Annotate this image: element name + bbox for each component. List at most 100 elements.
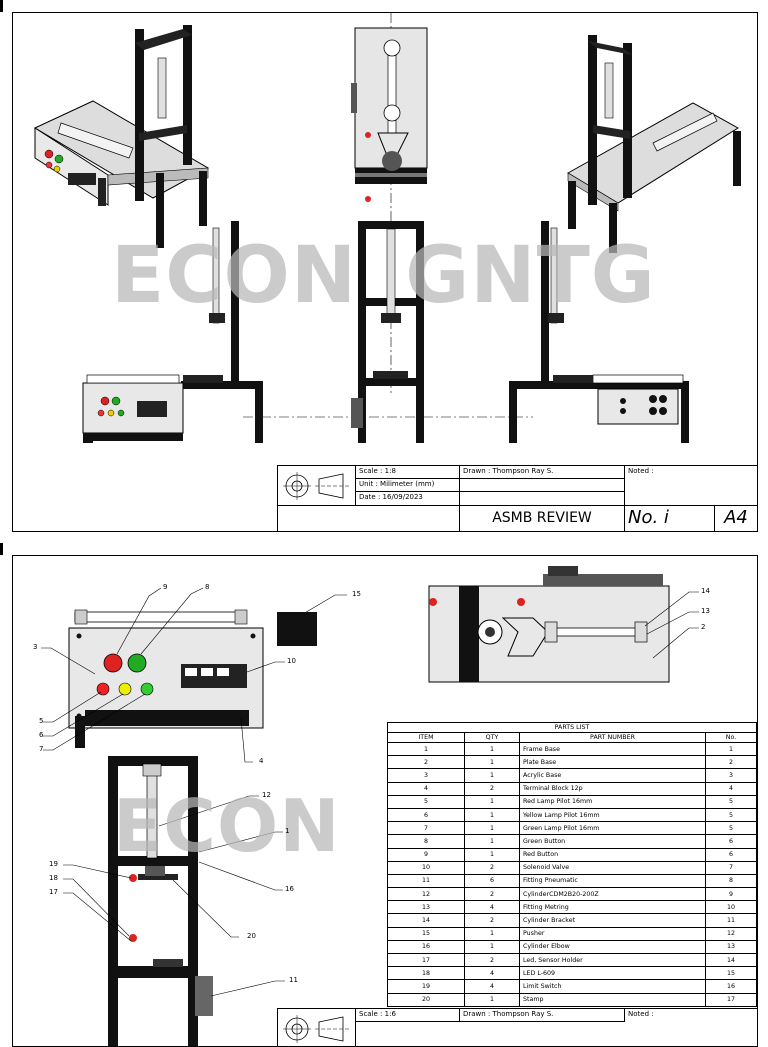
sheet-corner-mark [0,543,3,555]
scale-text: Scale : 1:6 [356,1009,460,1022]
callout-16: 16 [285,885,294,893]
cell-qty: 4 [464,979,520,994]
cell-no: 5 [705,807,757,823]
header-item: ITEM [387,732,465,743]
cell-item: 17 [387,952,465,968]
cell-part: LED L-609 [519,966,706,981]
cell-no: 2 [705,755,757,770]
assembly-views-sheet-1 [33,13,741,443]
title-block: Scale : 1:6 Drawn : Thompson Ray S. Note… [277,1008,757,1046]
cell-qty: 1 [464,939,520,955]
callout-9: 9 [163,583,168,591]
cell-item: 9 [387,847,465,862]
cell-no: 3 [705,768,757,783]
cell-item: 1 [387,741,465,757]
top-view-center [351,27,428,202]
cell-no: 5 [705,794,757,809]
callout-20: 20 [247,932,256,940]
drawn-by-text: Drawn : Thompson Ray S. [460,466,625,479]
callout-10: 10 [287,657,296,665]
cell-qty: 2 [464,781,520,796]
cell-qty: 1 [464,821,520,836]
cell-part: Terminal Block 12p [519,781,706,796]
noted-text: Noted : [625,466,757,506]
cell-qty: 1 [464,768,520,783]
cell-part: Fitting Pneumatic [519,873,706,889]
callout-13: 13 [701,607,710,615]
right-side-view [509,221,689,443]
cell-no: 10 [705,900,757,915]
header-qty: QTY [464,732,520,743]
cell-item: 16 [387,939,465,955]
cell-part: Cylinder Elbow [519,939,706,955]
cell-item: 13 [387,900,465,915]
cell-part: Pusher [519,926,706,941]
callout-11: 11 [289,976,298,984]
cell-qty: 4 [464,900,520,915]
callout-7: 7 [39,745,44,753]
unit-text: Unit : Milimeter (mm) [356,479,460,492]
cell-no: 4 [705,781,757,796]
detail-views-sheet-2 [41,566,699,1046]
cell-qty: 1 [464,847,520,862]
cell-qty: 1 [464,755,520,770]
cell-part: Red Lamp Pilot 16mm [519,794,706,809]
cell-qty: 2 [464,913,520,928]
cell-item: 10 [387,860,465,875]
cell-part: Plate Base [519,755,706,770]
callout-4: 4 [259,757,264,765]
cell-item: 8 [387,834,465,849]
cell-no: 6 [705,847,757,862]
cell-no: 8 [705,873,757,889]
callout-8: 8 [205,583,210,591]
cell-no: 9 [705,887,757,902]
cell-no: 13 [705,939,757,955]
isometric-view-left [33,25,210,248]
cell-no: 14 [705,952,757,968]
cell-item: 14 [387,913,465,928]
cell-qty: 4 [464,966,520,981]
callout-15: 15 [352,590,361,598]
cell-part: Frame Base [519,741,706,757]
third-angle-projection-icon [283,472,351,500]
cell-qty: 2 [464,887,520,902]
callout-3: 3 [33,643,38,651]
drawing-sheet-1: ECON GNTG Scale : 1:8 Unit : Milimeter (… [12,12,758,532]
cell-item: 12 [387,887,465,902]
cell-qty: 1 [464,926,520,941]
cell-part: Limit Switch [519,979,706,994]
cell-no: 17 [705,992,757,1007]
date-text: Date : 16/09/2023 [356,492,460,506]
cell-item: 7 [387,821,465,836]
drawing-number: No. i [625,506,715,531]
cell-item: 19 [387,979,465,994]
cell-part: Cylinder Bracket [519,913,706,928]
cell-item: 4 [387,781,465,796]
header-no: No. [705,732,757,743]
cell-qty: 1 [464,834,520,849]
cell-no: 12 [705,926,757,941]
cell-item: 2 [387,755,465,770]
cell-part: Led, Sensor Holder [519,952,706,968]
title-block: Scale : 1:8 Unit : Milimeter (mm) Date :… [277,465,757,531]
cell-qty: 1 [464,794,520,809]
top-detail-view [428,566,670,683]
cell-part: Stamp [519,992,706,1007]
sheet-corner-mark [0,0,3,12]
front-view-center [351,221,424,443]
projection-symbol [278,466,356,506]
